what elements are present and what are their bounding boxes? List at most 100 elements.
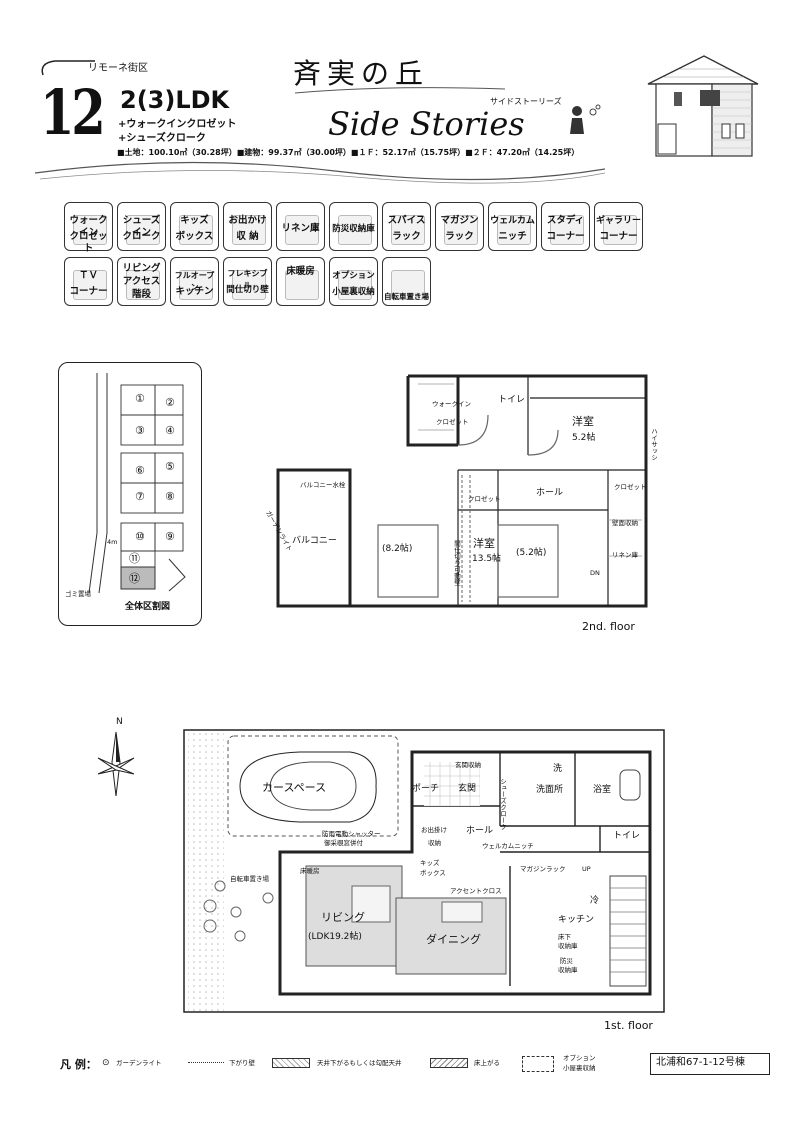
f2-sub1-label: (8.2帖) bbox=[382, 544, 413, 554]
kids-box-icon: キッズボックス bbox=[170, 202, 219, 251]
f1-underfloor-label: 床下 bbox=[558, 933, 571, 941]
welcome-niche-icon: ウェルカムニッチ bbox=[488, 202, 537, 251]
lot-12: ⑫ bbox=[129, 572, 140, 585]
study-corner-icon: スタディコーナー bbox=[541, 202, 590, 251]
floor2-plan bbox=[276, 374, 648, 608]
f1-entrance-label: 玄関 bbox=[458, 784, 477, 794]
lot-11: ⑪ bbox=[129, 552, 140, 565]
f1-floor-label: 1st. floor bbox=[604, 1019, 653, 1032]
road-width: 4m bbox=[107, 538, 118, 546]
lot-id: 北浦和67-1-12号棟 bbox=[656, 1057, 746, 1068]
lot-1: ① bbox=[135, 392, 145, 405]
f1-kids-label: キッズ bbox=[420, 859, 440, 867]
f1-shutter2-label: 御采覗窓併付 bbox=[324, 839, 363, 847]
linen-storage-icon: リネン庫 bbox=[276, 202, 325, 251]
f2-toilet-label: トイレ bbox=[498, 395, 526, 405]
series-caption: サイドストーリーズ bbox=[490, 97, 562, 106]
option-symbol bbox=[522, 1056, 554, 1072]
legend-ceiling: 天井下がるもしくは勾配天井 bbox=[317, 1059, 402, 1067]
magazine-rack-icon: マガジンラック bbox=[435, 202, 484, 251]
f1-ldk-label: (LDK19.2帖) bbox=[308, 932, 362, 942]
f2-linen-label: リネン庫 bbox=[612, 551, 638, 559]
drop-wall-symbol bbox=[188, 1062, 224, 1063]
feature-line-2: +シューズクローク bbox=[118, 133, 206, 144]
legend-floor-up: 床上がる bbox=[474, 1059, 500, 1067]
f1-welcome-label: ウェルカムニッチ bbox=[482, 842, 534, 850]
lot-8: ⑧ bbox=[165, 490, 175, 503]
f2-room1-label: 洋室 bbox=[572, 415, 594, 428]
f2-big-room-label: 洋室 bbox=[473, 537, 495, 550]
garden-light-symbol-icon: ⊙ bbox=[102, 1058, 110, 1068]
f2-walkin-label: ウォークイン bbox=[432, 400, 471, 408]
gallery-corner-icon: ギャラリーコーナー bbox=[594, 202, 643, 251]
lot-id-box bbox=[650, 1053, 770, 1075]
legend-option2: 小屋裏収納 bbox=[563, 1064, 596, 1072]
f2-big-room-size: 13.5帖 bbox=[472, 554, 502, 564]
f1-shutter-label: 防雨電動シャッター bbox=[322, 830, 381, 838]
brand-title: 斉実の丘 bbox=[293, 57, 430, 90]
f2-sub2-label: (5.2帖) bbox=[516, 548, 547, 558]
floor1-plan bbox=[183, 729, 665, 1013]
f1-up-label: UP bbox=[582, 865, 591, 873]
flexible-partition-icon: フレキシブル間仕切り壁 bbox=[223, 257, 272, 306]
f2-dn-label: DN bbox=[590, 569, 600, 577]
f2-partition-label: 間仕切り可動壁 bbox=[452, 540, 461, 586]
site-map-caption: 全体区割図 bbox=[125, 602, 171, 612]
walkin-closet-icon: ウォークインクロゼット bbox=[64, 202, 113, 254]
lot-10: ⑩ bbox=[135, 530, 145, 543]
house-illustration bbox=[647, 55, 759, 157]
f1-hall-label: ホール bbox=[466, 826, 494, 836]
legend-garden-light: ガーデンライト bbox=[116, 1059, 162, 1067]
lot-7: ⑦ bbox=[135, 490, 145, 503]
site-map: ① ② ③ ④ ⑤ ⑥ ⑦ ⑧ ⑨ ⑩ ⑪ ⑫ 4m ゴミ置場 全体区割図 bbox=[58, 362, 202, 626]
f1-entrance-storage: 玄関収納 bbox=[455, 761, 481, 769]
lot-2: ② bbox=[165, 396, 175, 409]
district-label: リモーネ街区 bbox=[88, 63, 148, 74]
legend-title: 凡 例： bbox=[60, 1058, 97, 1071]
lot-5: ⑤ bbox=[165, 460, 175, 473]
f1-carport-label: カースペース bbox=[262, 781, 327, 794]
lot-3: ③ bbox=[135, 424, 145, 437]
girl-reading-icon bbox=[570, 104, 601, 134]
f2-closet3-label: クロゼット bbox=[614, 483, 647, 491]
f1-disaster-label: 防災 bbox=[560, 957, 573, 965]
ceiling-symbol bbox=[272, 1058, 310, 1068]
open-kitchen-icon: フルオープンキッチン bbox=[170, 257, 219, 306]
legend-drop-wall: 下がり壁 bbox=[229, 1059, 255, 1067]
attic-storage-icon: オプション小屋裏収納 bbox=[329, 257, 378, 306]
outing-storage-icon: お出かけ収 納 bbox=[223, 202, 272, 251]
area-summary: ■土地：100.10㎡（30.28坪）■建物：99.37㎡（30.00坪）■１Ｆ… bbox=[117, 148, 580, 157]
f2-room1-size: 5.2帖 bbox=[572, 433, 596, 443]
f1-underfloor2-label: 収納庫 bbox=[558, 942, 578, 950]
f2-closet2-label: クロゼット bbox=[468, 495, 501, 503]
layout-title: 2(3)LDK bbox=[120, 86, 230, 114]
f2-floor-label: 2nd. floor bbox=[582, 620, 635, 633]
disaster-storage-icon: 防災収納庫 bbox=[329, 202, 378, 251]
lot-number: 12 bbox=[40, 76, 106, 149]
lot-9: ⑨ bbox=[165, 530, 175, 543]
f1-porch-label: ポーチ bbox=[412, 784, 440, 794]
f2-balcony-faucet: バルコニー水栓 bbox=[300, 481, 346, 489]
feature-line-1: +ウォークインクロゼット bbox=[118, 119, 237, 130]
f1-accent-label: アクセントクロス bbox=[450, 887, 502, 895]
header-frame bbox=[35, 60, 605, 184]
floor-up-symbol bbox=[430, 1058, 468, 1068]
series-name: Side Stories bbox=[328, 105, 525, 143]
site-map-drawing bbox=[88, 373, 186, 594]
f2-closet-label: クロゼット bbox=[436, 418, 469, 426]
bicycle-parking-icon: 自転車置き場 bbox=[382, 257, 431, 306]
living-access-stairs-icon: リビングアクセス階段 bbox=[117, 257, 166, 306]
f1-shoes-closet: シューズクローク bbox=[498, 778, 507, 830]
f1-dining-label: ダイニング bbox=[426, 933, 481, 946]
lot-4: ④ bbox=[165, 424, 175, 437]
spice-rack-icon: スパイスラック bbox=[382, 202, 431, 251]
floor-heating-icon: 床暖房 bbox=[276, 257, 325, 306]
f1-living-label: リビング bbox=[321, 911, 365, 924]
f1-washroom-label: 洗面所 bbox=[536, 785, 564, 795]
f1-kids2-label: ボックス bbox=[420, 869, 446, 877]
f2-balcony-label: バルコニー bbox=[292, 536, 337, 546]
feature-icons-row-1: ウォークインクロゼット シューズインクローク キッズボックス お出かけ収 納 リ… bbox=[64, 202, 643, 254]
garbage-label: ゴミ置場 bbox=[65, 590, 91, 598]
